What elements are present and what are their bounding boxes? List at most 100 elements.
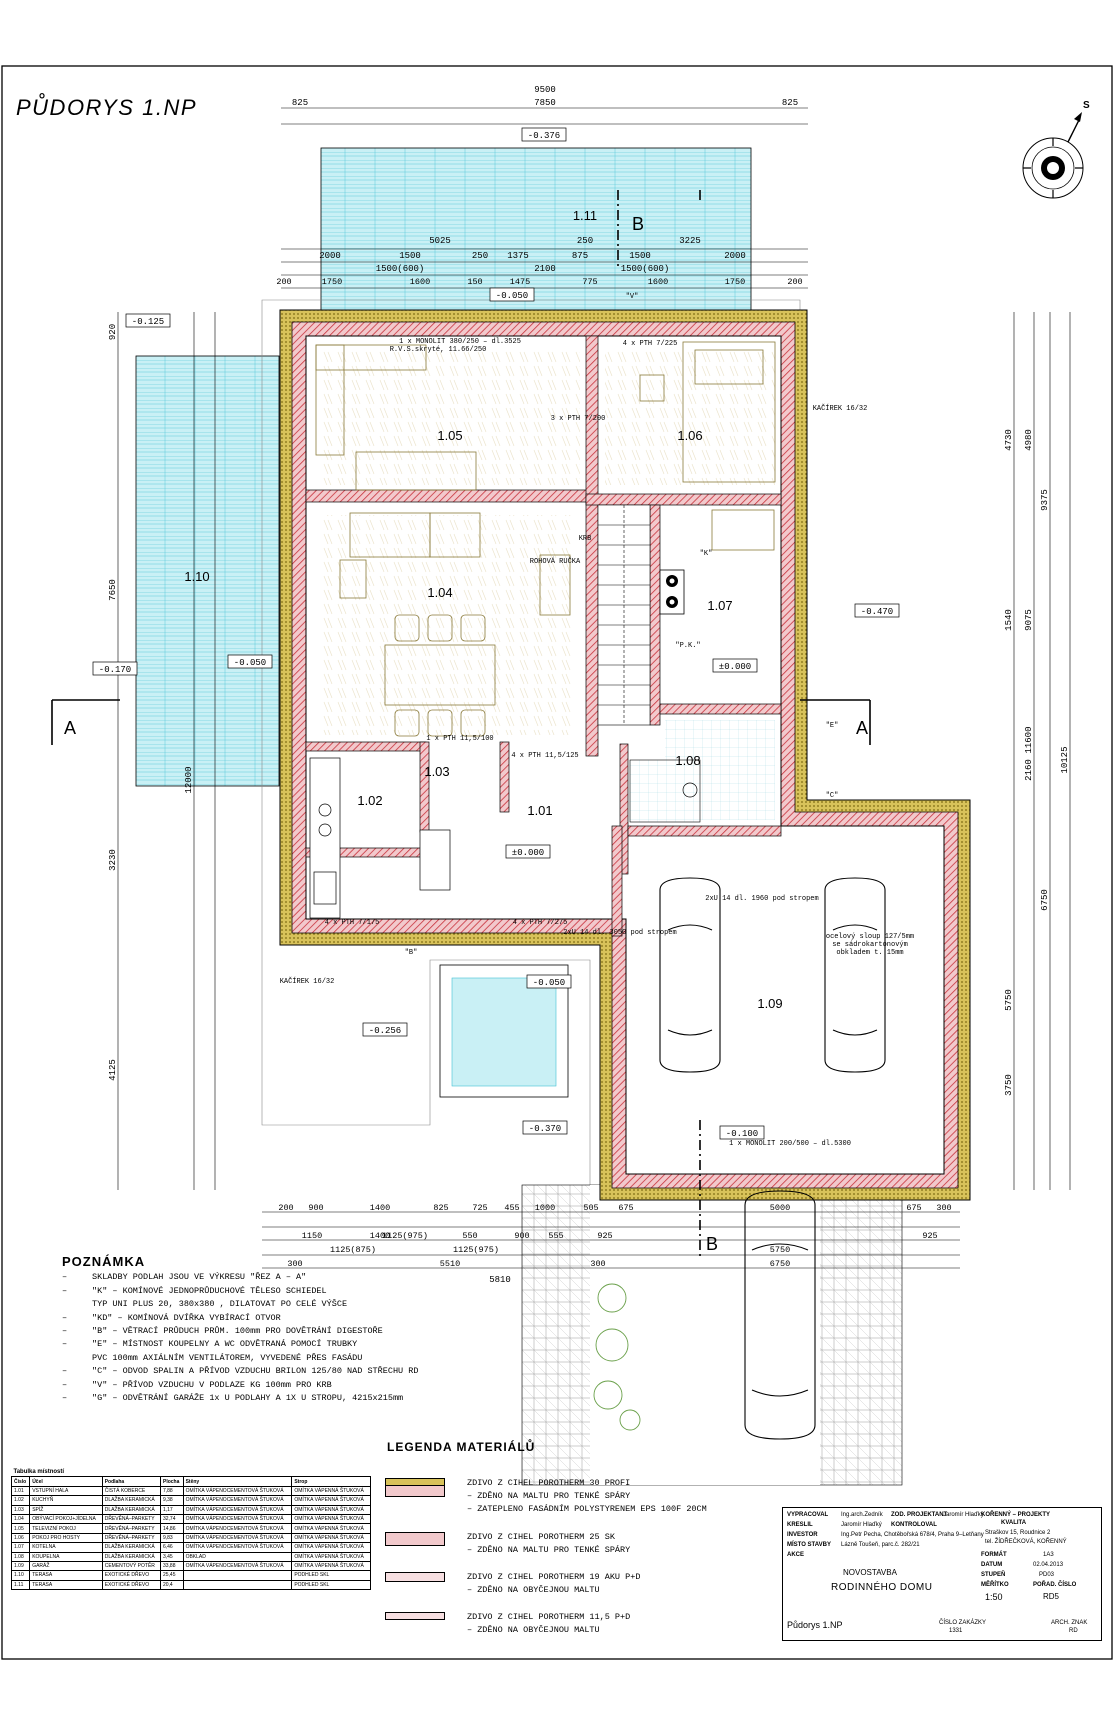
dimension-text: 550 <box>462 1231 477 1241</box>
callout-text: 4 x PTH 7/275 <box>513 919 568 927</box>
dimension-text: 1500 <box>629 251 651 261</box>
note-item: –"K" – KOMÍNOVÉ JEDNOPRŮDUCHOVÉ TĚLESO S… <box>62 1285 482 1298</box>
table-cell: Plocha <box>159 1476 184 1487</box>
table-cell: OMÍTKA VÁPENNÁ ŠTUKOVÁ <box>291 1513 371 1525</box>
tb-pc: RD5 <box>1043 1592 1060 1601</box>
tb-misto: Lázně Toušeň, parc.č. 282/21 <box>841 1542 920 1548</box>
table-cell: Strop <box>291 1476 371 1487</box>
callout-text: 3 x PTH 7/200 <box>551 415 606 423</box>
note-item: –"KD" – KOMÍNOVÁ DVÍŘKA VYBÍRACÍ OTVOR <box>62 1312 482 1325</box>
table-cell: 25,45 <box>159 1570 184 1581</box>
note-item: –"E" – MÍSTNOST KOUPELNY A WC ODVĚTRANÁ … <box>62 1338 482 1351</box>
interior-walls <box>305 335 782 937</box>
level-box <box>489 287 535 302</box>
tb-cislo: 1331 <box>949 1628 963 1634</box>
dimension-text: 1750 <box>322 277 342 287</box>
room-label: 1.09 <box>757 996 782 1011</box>
table-cell: 1.02 <box>10 1495 31 1506</box>
level-value: -0.376 <box>528 131 560 141</box>
dimension-text: 150 <box>467 277 482 287</box>
note-text: "C" – ODVOD SPALIN A PŘÍVOD VZDUCHU BRIL… <box>92 1366 419 1377</box>
tb-arch-label: ARCH. ZNAK <box>1051 1620 1088 1626</box>
table-cell: OMÍTKA VÁPENOCEMENTOVÁ ŠTUKOVÁ <box>182 1504 293 1515</box>
north-label: S <box>1083 100 1090 111</box>
table-cell: PODHLED SKL <box>291 1579 371 1591</box>
dimension-text: 4125 <box>108 1059 118 1081</box>
legend-title: LEGENDA MATERIÁLŮ <box>387 1440 536 1454</box>
table-cell: EXOTICKÉ DŘEVO <box>101 1570 161 1581</box>
table-cell: 9,38 <box>159 1495 184 1506</box>
dimension-text: 1125(875) <box>330 1245 376 1255</box>
note-dash: – <box>62 1366 68 1377</box>
room-label: 1.10 <box>184 569 209 584</box>
dimension-text: 5510 <box>440 1259 460 1269</box>
legend-swatch-brick <box>385 1572 445 1582</box>
dimension-text: 2160 <box>1024 759 1034 781</box>
level-value: -0.050 <box>533 978 565 988</box>
section-mark: A <box>64 718 76 738</box>
dimension-lines <box>117 107 1071 1269</box>
dimension-text: 6750 <box>1040 889 1050 911</box>
tb-datum-label: DATUM <box>981 1562 1003 1568</box>
dimension-text: 1750 <box>725 277 745 287</box>
table-cell: TELEVIZNÍ POKOJ <box>29 1523 103 1534</box>
note-dash: – <box>62 1312 68 1323</box>
level-box <box>522 1120 568 1135</box>
table-cell: 1.05 <box>10 1523 31 1534</box>
note-item: PVC 100mm AXIÁLNÍM VENTILÁTOREM, VYVEDEN… <box>62 1352 482 1365</box>
note-text: "E" – MÍSTNOST KOUPELNY A WC ODVĚTRANÁ P… <box>92 1339 358 1350</box>
chimney-icon <box>659 569 685 615</box>
dimension-text: 1125(975) <box>382 1231 428 1241</box>
dimension-text: 2000 <box>319 251 341 261</box>
dimension-text: 5750 <box>770 1245 790 1255</box>
dims-bottom-row3: 1125(875)1125(975)5750 <box>330 1245 790 1255</box>
note-text: TYP UNI PLUS 20, 380x380 , DILATOVAT PO … <box>92 1299 348 1310</box>
dimension-text: 200 <box>276 277 291 287</box>
callout-text: ocelový sloup 127/5mm <box>826 933 914 941</box>
table-cell: OMÍTKA VÁPENOCEMENTOVÁ ŠTUKOVÁ <box>182 1560 293 1572</box>
level-box <box>521 127 567 142</box>
dimension-text: 3225 <box>679 236 701 246</box>
room-label: 1.05 <box>437 428 462 443</box>
dimension-text: 9075 <box>1024 609 1034 631</box>
tb-stupen-label: STUPEŇ <box>981 1572 1006 1578</box>
level-box <box>362 1022 408 1037</box>
tb-company-2: KVALITA <box>1001 1520 1027 1526</box>
tb-arch: RD <box>1069 1628 1078 1634</box>
north-arrow-icon <box>1022 112 1084 199</box>
note-text: SKLADBY PODLAH JSOU VE VÝKRESU "ŘEZ A – … <box>92 1272 307 1283</box>
room-label: 1.04 <box>427 585 452 600</box>
legend-line: ZDIVO Z CIHEL POROTHERM 25 SK <box>467 1532 615 1542</box>
callout-text: "E" <box>826 722 839 730</box>
dimension-text: 5025 <box>429 236 451 246</box>
dimension-text: 455 <box>504 1203 519 1213</box>
table-cell: 1.01 <box>10 1485 31 1497</box>
legend-line: – ZATEPLENO FASÁDNÍM POLYSTYRENEM EPS 10… <box>467 1504 707 1514</box>
table-cell: 6,46 <box>159 1542 184 1553</box>
note-item: –"B" – VĚTRACÍ PRŮDUCH PRŮM. 100mm PRO D… <box>62 1325 482 1338</box>
legend-line: – ZDĚNO NA OBYČEJNOU MALTU <box>467 1585 600 1595</box>
section-mark: B <box>706 1234 718 1254</box>
table-cell: Číslo <box>10 1476 31 1487</box>
notes-list: – SKLADBY PODLAH JSOU VE VÝKRESU "ŘEZ A –… <box>62 1271 482 1405</box>
tb-format: 1A3 <box>1043 1552 1054 1558</box>
table-cell: VSTUPNÍ HALA <box>29 1485 103 1497</box>
garden-shrubs <box>593 1283 641 1431</box>
callout-text: 2xU 14 dl. 3050 pod stropem <box>563 929 676 937</box>
tb-misto-label: MÍSTO STAVBY <box>787 1542 832 1548</box>
dimension-text: 5750 <box>1004 989 1014 1011</box>
